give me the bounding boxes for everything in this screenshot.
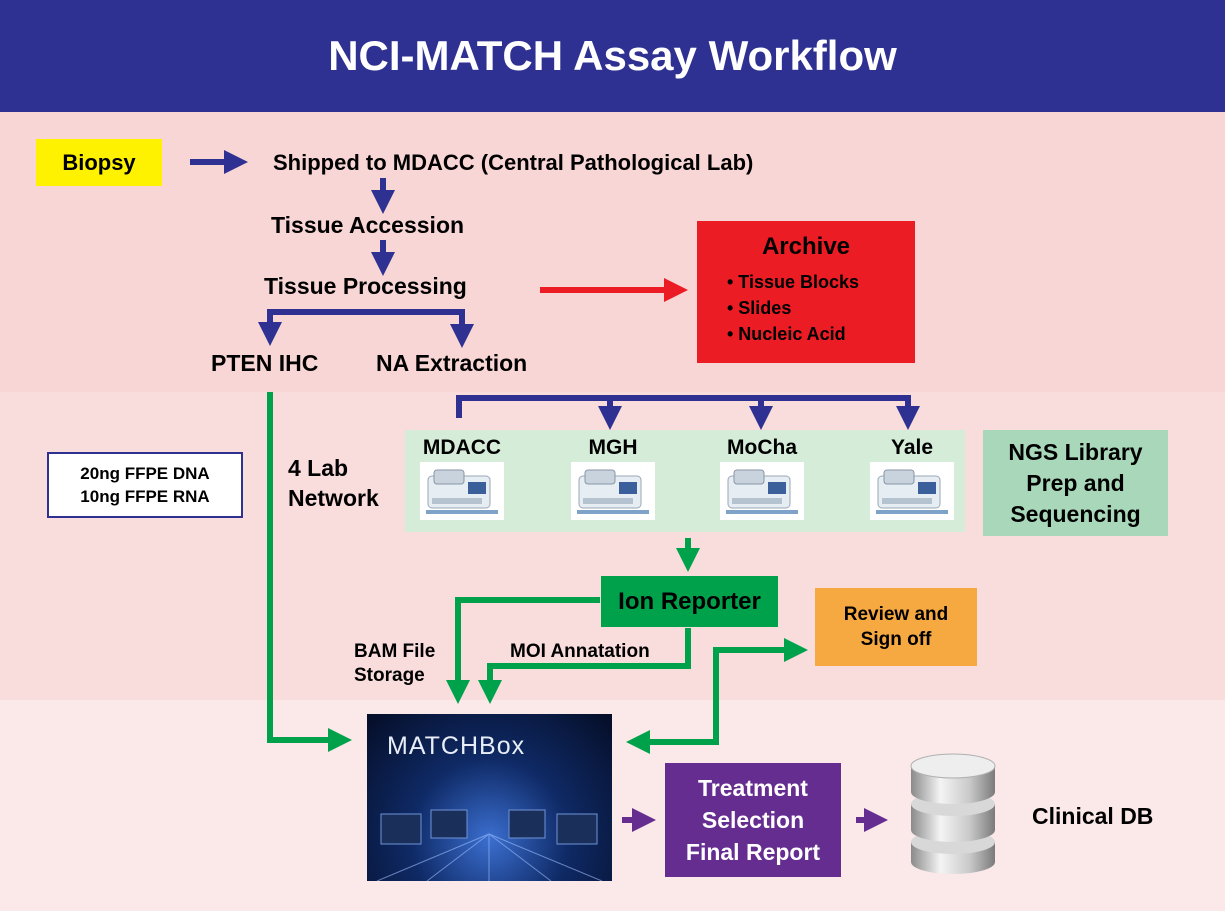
archive-item: • Tissue Blocks [727,272,860,292]
treatment-box: Treatment Selection Final Report [665,763,841,877]
archive-box: Archive • Tissue Blocks • Slides • Nucleic… [697,221,915,363]
arrow-processing-split [267,309,474,348]
database-icon [910,753,996,874]
biopsy-box: Biopsy [36,139,162,186]
archive-item: • Nucleic Acid [727,324,846,344]
rna-amount: 10ng FFPE RNA [80,487,210,506]
matchbox-label: MATCHBox [387,732,526,760]
lab-name: Yale [890,436,934,459]
matchbox-image: MATCHBox [367,714,612,881]
lab-name: MDACC [422,436,502,459]
input-amount-box: 20ng FFPE DNA 10ng FFPE RNA [47,452,243,518]
lab-name: MGH [588,436,638,459]
review-box: Review and Sign off [815,588,977,666]
lab-network-label: 4 Lab Network [288,455,379,511]
na-extraction-label: NA Extraction [376,350,528,376]
archive-item: • Slides [727,298,792,318]
arrow-ion-moi [478,628,691,704]
sequencer-icon [720,462,804,520]
accession-label: Tissue Accession [271,212,465,238]
bam-label: BAM File Storage [354,641,436,686]
band-pathology [0,112,1225,392]
archive-title: Archive [761,233,851,260]
arrow-ion-bam [446,597,600,704]
archive-list: • Tissue Blocks • Slides • Nucleic Acid [727,269,915,347]
ion-reporter-box: Ion Reporter [601,576,778,627]
arrow-pten-matchbox [267,392,352,752]
arrow-labs-bar [456,395,920,430]
ngs-box: NGS Library Prep and Sequencing [983,430,1168,536]
sequencer-icon [420,462,504,520]
moi-label: MOI Annatation [510,641,650,662]
band-reporting [0,700,1225,911]
processing-label: Tissue Processing [264,273,467,299]
shipped-label: Shipped to MDACC (Central Pathological L… [273,150,754,175]
dna-amount: 20ng FFPE DNA [80,464,210,483]
pten-label: PTEN IHC [211,350,319,376]
lab-name: MoCha [727,436,797,459]
clinical-db-label: Clinical DB [1032,803,1154,829]
sequencer-icon [571,462,655,520]
page-title: NCI-MATCH Assay Workflow [0,0,1225,112]
sequencer-icon [870,462,954,520]
server-room-graphic [376,809,603,881]
